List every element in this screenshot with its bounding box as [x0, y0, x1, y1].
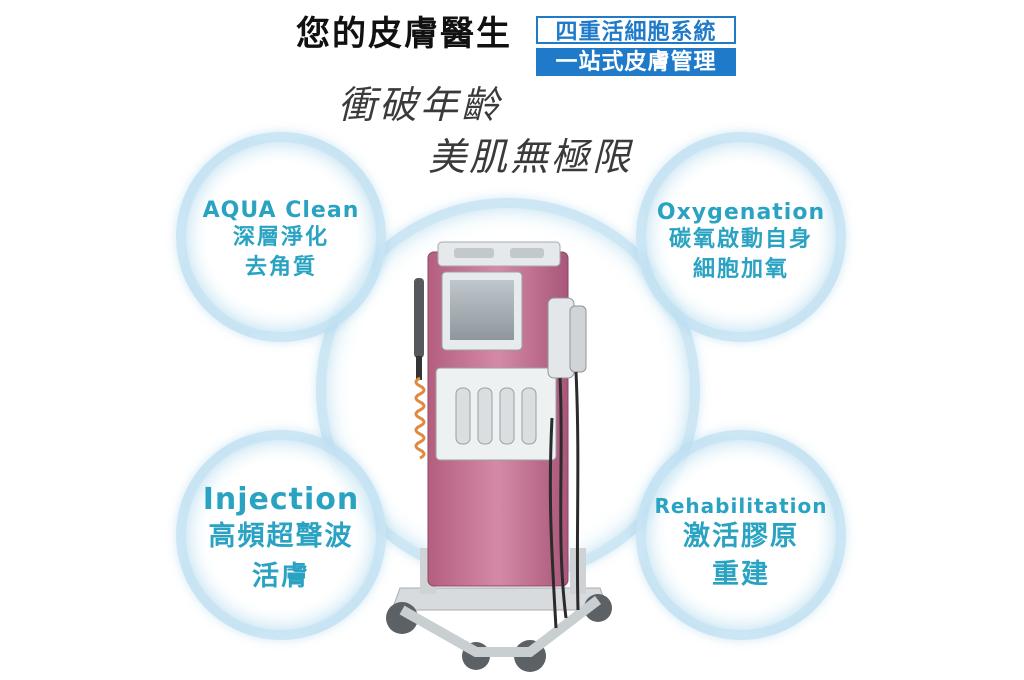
slogan-line-1: 衝破年齡 [338, 83, 503, 127]
feature-oxygenation: Oxygenation 碳氧啟動自身 細胞加氧 [636, 200, 846, 285]
feature-rehabilitation: Rehabilitation 激活膠原 重建 [636, 494, 846, 594]
feature-title: Injection [202, 482, 360, 517]
feature-title: Rehabilitation [654, 494, 828, 518]
feature-aqua-clean: AQUA Clean 深層淨化 去角質 [176, 198, 386, 283]
feature-desc: 活膚 [252, 561, 310, 592]
feature-title: Oxygenation [656, 200, 826, 225]
feature-ring-oxygen [636, 132, 846, 342]
feature-desc: 去角質 [244, 255, 317, 280]
feature-desc: 高頻超聲波 [208, 521, 354, 552]
system-badge: 四重活細胞系統 [536, 16, 736, 45]
management-badge: 一站式皮膚管理 [536, 48, 736, 76]
feature-desc: 深層淨化 [232, 225, 329, 250]
feature-ring-injection [176, 430, 386, 640]
feature-desc: 碳氧啟動自身 [668, 227, 813, 252]
feature-ring-aqua [176, 132, 386, 342]
feature-ring-rehab [636, 430, 846, 640]
feature-desc: 細胞加氧 [692, 257, 789, 282]
feature-title: AQUA Clean [202, 198, 360, 223]
feature-desc: 激活膠原 [683, 521, 799, 552]
brand-title: 您的皮膚醫生 [296, 14, 512, 54]
feature-injection: Injection 高頻超聲波 活膚 [176, 482, 386, 597]
slogan-line-2: 美肌無極限 [428, 135, 634, 179]
skin-care-machine-image [386, 241, 612, 672]
feature-desc: 重建 [712, 559, 770, 590]
